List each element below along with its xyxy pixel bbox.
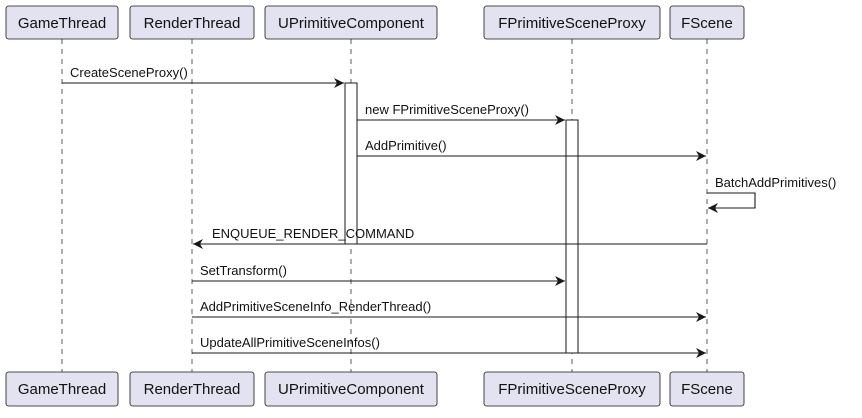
message-label: ENQUEUE_RENDER_COMMAND bbox=[212, 226, 414, 241]
participant-label: FPrimitiveSceneProxy bbox=[498, 381, 646, 398]
participant-label: FScene bbox=[681, 15, 733, 32]
participant-label: FPrimitiveSceneProxy bbox=[498, 15, 646, 32]
participant-fscene-bottom: FScene bbox=[669, 371, 745, 407]
participant-fprimitivesceneproxy-top: FPrimitiveSceneProxy bbox=[483, 5, 661, 40]
activation-bar-fprimitivesceneproxy bbox=[565, 119, 579, 354]
message-label: UpdateAllPrimitiveSceneInfos() bbox=[200, 335, 380, 350]
participant-label: GameThread bbox=[18, 381, 106, 398]
participant-fscene-top: FScene bbox=[669, 5, 745, 40]
message-add-primitive-scene-info: AddPrimitiveSceneInfo_RenderThread() bbox=[192, 299, 706, 322]
message-arrow bbox=[707, 192, 756, 213]
participant-label: UPrimitiveComponent bbox=[278, 381, 425, 398]
activation-bar-uprimitivecomponent bbox=[344, 82, 358, 245]
message-label: CreateSceneProxy() bbox=[70, 65, 188, 80]
participant-label: UPrimitiveComponent bbox=[278, 15, 425, 32]
message-label: AddPrimitiveSceneInfo_RenderThread() bbox=[200, 299, 431, 314]
message-label: BatchAddPrimitives() bbox=[715, 175, 836, 190]
message-label: new FPrimitiveSceneProxy() bbox=[365, 102, 529, 117]
message-create-scene-proxy: CreateSceneProxy() bbox=[62, 65, 344, 88]
lifelines bbox=[61, 39, 708, 372]
participant-label: RenderThread bbox=[144, 381, 241, 398]
participant-renderthread-top: RenderThread bbox=[129, 5, 255, 40]
participant-label: RenderThread bbox=[144, 15, 241, 32]
participant-label: GameThread bbox=[18, 15, 106, 32]
message-add-primitive: AddPrimitive() bbox=[357, 138, 706, 161]
activation-bars bbox=[344, 82, 579, 354]
message-set-transform: SetTransform() bbox=[192, 263, 565, 286]
message-update-all-primitive-scene-infos: UpdateAllPrimitiveSceneInfos() bbox=[192, 335, 706, 358]
participant-uprimitivecomponent-bottom: UPrimitiveComponent bbox=[264, 371, 438, 407]
messages: CreateSceneProxy() new FPrimitiveScenePr… bbox=[62, 65, 836, 358]
participants-top: GameThread RenderThread UPrimitiveCompon… bbox=[5, 5, 745, 40]
message-label: SetTransform() bbox=[200, 263, 287, 278]
message-label: AddPrimitive() bbox=[365, 138, 447, 153]
participant-gamethread-top: GameThread bbox=[5, 5, 119, 40]
message-enqueue-render-command: ENQUEUE_RENDER_COMMAND bbox=[193, 226, 707, 249]
message-batch-add-primitives: BatchAddPrimitives() bbox=[707, 175, 836, 213]
participant-gamethread-bottom: GameThread bbox=[5, 371, 119, 407]
participant-label: FScene bbox=[681, 381, 733, 398]
message-new-fprimitivesceneproxy: new FPrimitiveSceneProxy() bbox=[357, 102, 565, 125]
participant-fprimitivesceneproxy-bottom: FPrimitiveSceneProxy bbox=[483, 371, 661, 407]
participant-renderthread-bottom: RenderThread bbox=[129, 371, 255, 407]
participants-bottom: GameThread RenderThread UPrimitiveCompon… bbox=[5, 371, 745, 407]
participant-uprimitivecomponent-top: UPrimitiveComponent bbox=[264, 5, 438, 40]
